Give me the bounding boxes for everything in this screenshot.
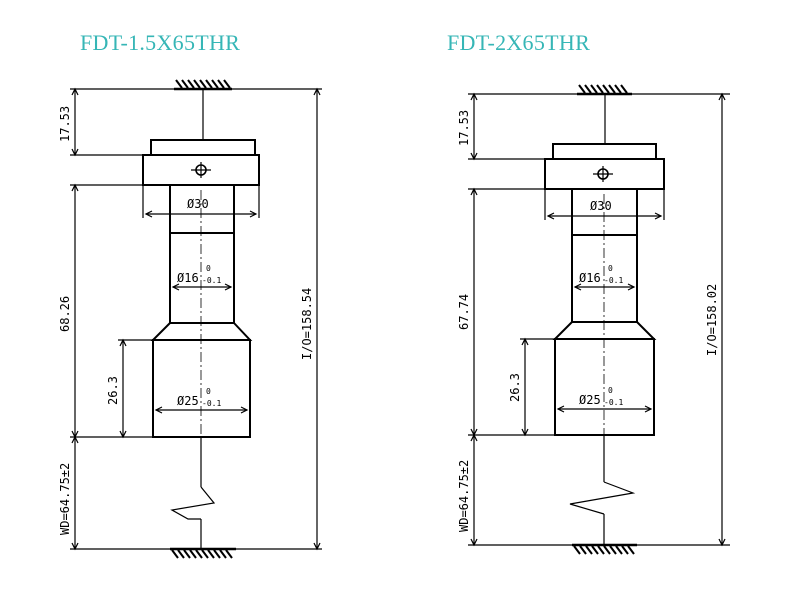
drawing-title: FDT-2X65THR — [447, 30, 591, 55]
tol-upper-label: 0 — [608, 264, 613, 273]
tol-lower-label: -0.1 — [604, 276, 623, 285]
drawing-title: FDT-1.5X65THR — [80, 30, 241, 55]
dim-body-label: 68.26 — [58, 296, 72, 332]
dim-top-label: 17.53 — [58, 106, 72, 142]
dia-flange-label: Ø30 — [590, 199, 612, 213]
dim-total-label: I/O=158.02 — [705, 284, 719, 356]
dim-body-label: 67.74 — [457, 294, 471, 330]
dim-top-label: 17.53 — [457, 110, 471, 146]
tol-upper-label: 0 — [206, 264, 211, 273]
tol-upper-label: 0 — [206, 387, 211, 396]
dia-low-label: Ø25 — [177, 394, 199, 408]
tol-lower-label: -0.1 — [202, 276, 221, 285]
dia-flange-label: Ø30 — [187, 197, 209, 211]
dia-mid-label: Ø16 — [177, 271, 199, 285]
dim-lower-label: 26.3 — [106, 376, 120, 405]
dim-total-label: I/O=158.54 — [300, 288, 314, 360]
dia-low-label: Ø25 — [579, 393, 601, 407]
dim-wd-label: WD=64.75±2 — [457, 460, 471, 532]
dim-lower-label: 26.3 — [508, 373, 522, 402]
tol-upper-label: 0 — [608, 386, 613, 395]
tol-lower-label: -0.1 — [604, 398, 623, 407]
tol-lower-label: -0.1 — [202, 399, 221, 408]
dim-wd-label: WD=64.75±2 — [58, 463, 72, 535]
dia-mid-label: Ø16 — [579, 271, 601, 285]
